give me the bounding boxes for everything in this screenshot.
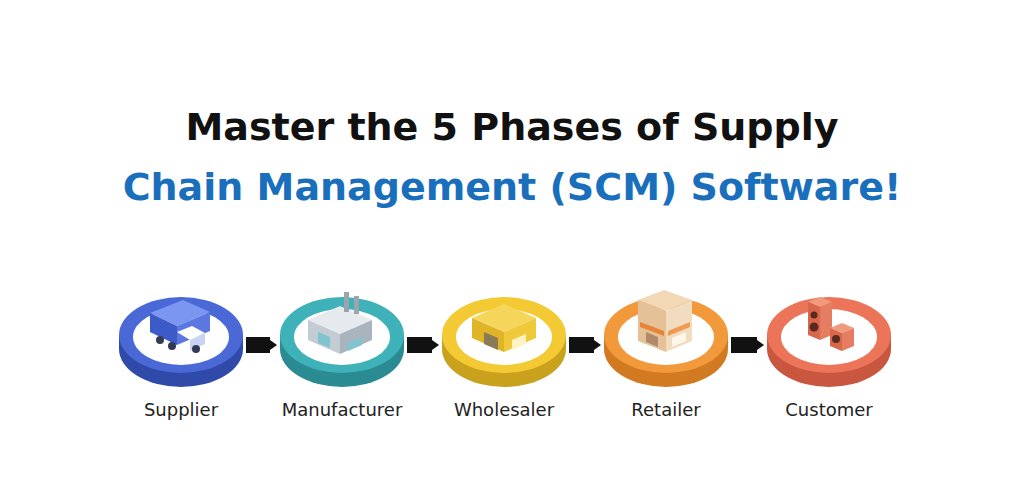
phase-node: Manufacturer [277,294,407,422]
supplier-disc [119,297,243,387]
phase-node: Supplier [116,294,246,422]
phase-label: Retailer [601,398,731,422]
title: Master the 5 Phases of Supply [0,104,1024,150]
title-line: Chain Management (SCM) Software! [0,164,1024,210]
wholesaler-disc [442,297,566,387]
retailer-disc [604,290,728,387]
phase-node: Retailer [601,294,731,422]
phase-label: Customer [764,398,894,422]
flow-arrow [731,337,764,353]
phase-node: Customer [764,294,894,422]
phase-node: Wholesaler [439,294,569,422]
phase-label: Wholesaler [439,398,569,422]
customer-disc [767,297,891,387]
phase-label: Manufacturer [277,398,407,422]
phase-label: Supplier [116,398,246,422]
flow-arrow [246,337,277,353]
flow-arrow [407,337,439,353]
flow-arrow [569,337,601,353]
manufacturer-disc [280,292,404,387]
